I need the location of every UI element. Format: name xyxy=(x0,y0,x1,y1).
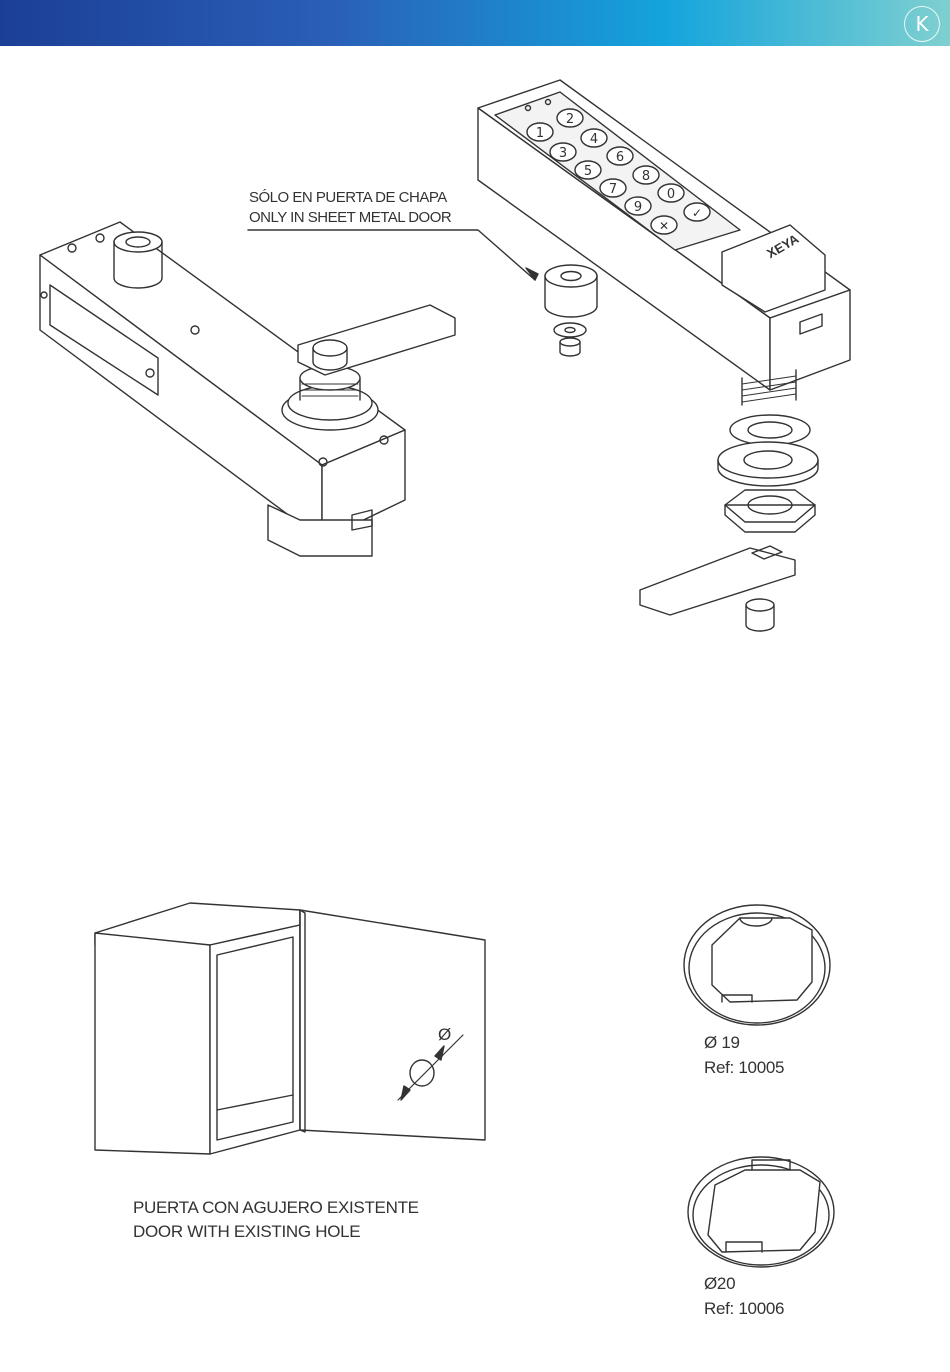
key-1: 1 xyxy=(527,123,553,141)
washer-19-size: Ø 19 xyxy=(704,1031,740,1055)
svg-text:3: 3 xyxy=(559,146,567,161)
cabinet-door-drawing: Ø xyxy=(95,903,485,1154)
key-5: 5 xyxy=(575,161,601,179)
washer-19-ref: Ref: 10005 xyxy=(704,1056,784,1080)
key-confirm: ✓ xyxy=(684,203,710,221)
svg-text:8: 8 xyxy=(642,169,650,184)
key-0: 0 xyxy=(658,184,684,202)
washer-19 xyxy=(684,905,830,1025)
key-4: 4 xyxy=(581,129,607,147)
lock-body-rear xyxy=(40,222,455,556)
diameter-symbol: Ø xyxy=(438,1025,451,1044)
note-sheet-metal-en: ONLY IN SHEET METAL DOOR xyxy=(249,208,451,228)
door-caption-es: PUERTA CON AGUJERO EXISTENTE xyxy=(133,1196,419,1220)
svg-text:5: 5 xyxy=(584,164,592,179)
svg-text:0: 0 xyxy=(667,187,675,202)
svg-text:✕: ✕ xyxy=(659,219,669,233)
washer-20-ref: Ref: 10006 xyxy=(704,1297,784,1321)
svg-text:1: 1 xyxy=(536,126,544,141)
svg-text:6: 6 xyxy=(616,150,624,165)
keypad-body: XEYA xyxy=(478,80,850,631)
svg-text:7: 7 xyxy=(609,182,617,197)
washer-20-size: Ø20 xyxy=(704,1272,735,1296)
key-3: 3 xyxy=(550,143,576,161)
svg-text:4: 4 xyxy=(590,132,598,147)
key-7: 7 xyxy=(600,179,626,197)
svg-text:2: 2 xyxy=(566,112,574,127)
key-9: 9 xyxy=(625,197,651,215)
note-leader-line xyxy=(248,230,535,280)
key-2: 2 xyxy=(557,109,583,127)
svg-text:9: 9 xyxy=(634,200,642,215)
key-8: 8 xyxy=(633,166,659,184)
spacer-parts xyxy=(545,265,597,356)
note-sheet-metal-es: SÓLO EN PUERTA DE CHAPA xyxy=(249,188,447,208)
key-6: 6 xyxy=(607,147,633,165)
washer-20 xyxy=(688,1157,834,1267)
key-cancel: ✕ xyxy=(651,216,677,234)
svg-text:✓: ✓ xyxy=(692,206,702,220)
door-caption-en: DOOR WITH EXISTING HOLE xyxy=(133,1220,360,1244)
